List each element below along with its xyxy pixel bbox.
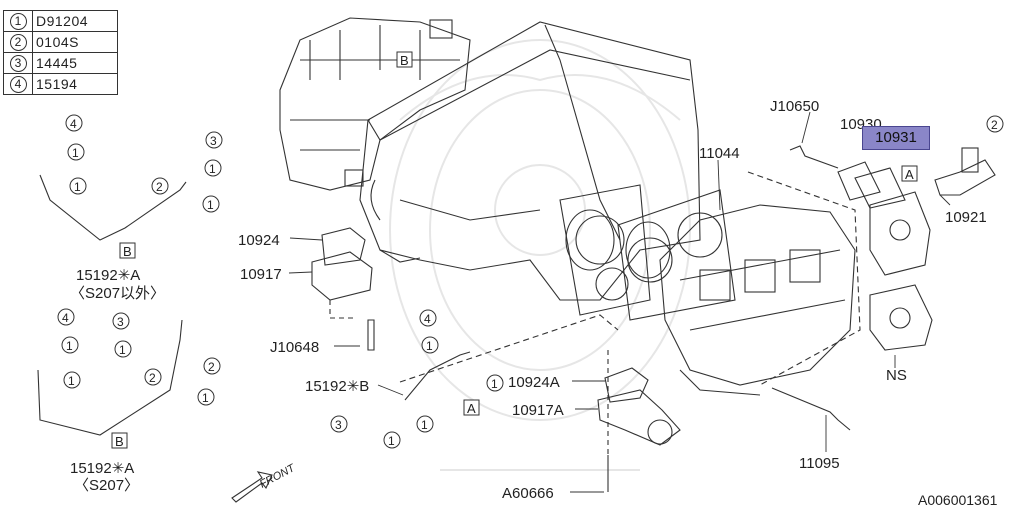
svg-text:1: 1 — [68, 374, 75, 388]
circle-callout-four[interactable]: 4 — [57, 308, 75, 326]
callout-circle: 4 — [9, 76, 27, 93]
svg-text:1: 1 — [209, 162, 216, 176]
circle-callout-one[interactable]: 1 — [197, 388, 215, 406]
label-a60666[interactable]: A60666 — [502, 485, 554, 502]
circle-callout-one[interactable]: 1 — [67, 143, 85, 161]
circle-callout-four[interactable]: 4 — [65, 114, 83, 132]
svg-text:1: 1 — [207, 198, 214, 212]
circle-callout-one[interactable]: 1 — [204, 159, 222, 177]
circle-callout-one[interactable]: 1 — [69, 177, 87, 195]
svg-text:4: 4 — [70, 117, 77, 131]
circle-callout-one[interactable]: 1 — [416, 415, 434, 433]
box-callout-b[interactable]: B — [119, 242, 136, 259]
label-j10648[interactable]: J10648 — [270, 339, 319, 356]
oil-pipe-15192b — [404, 351, 471, 401]
svg-text:2: 2 — [991, 118, 998, 132]
label-15192b[interactable]: 15192✳B — [305, 378, 369, 395]
svg-text:2: 2 — [149, 371, 156, 385]
svg-text:A: A — [905, 167, 914, 182]
svg-text:B: B — [400, 53, 409, 68]
svg-text:3: 3 — [117, 315, 124, 329]
part-code[interactable]: 15194 — [32, 73, 118, 95]
svg-text:1: 1 — [202, 391, 209, 405]
svg-text:1: 1 — [72, 146, 79, 160]
circle-callout-two[interactable]: 2 — [151, 177, 169, 195]
circle-callout-two[interactable]: 2 — [986, 115, 1004, 133]
label-11095[interactable]: 11095 — [799, 455, 840, 472]
right-cylinder-head-drawing — [659, 204, 856, 396]
svg-text:1: 1 — [119, 343, 126, 357]
svg-text:3: 3 — [335, 418, 342, 432]
bolt-11095 — [771, 387, 851, 431]
front-label: FRONT — [258, 462, 298, 491]
label-j10650[interactable]: J10650 — [770, 98, 819, 115]
svg-text:1: 1 — [491, 377, 498, 391]
svg-text:B: B — [115, 434, 124, 449]
svg-text:1: 1 — [388, 434, 395, 448]
dashed-guide — [747, 171, 861, 386]
oil-pipe-15192a-upper — [39, 174, 187, 241]
leader-lines — [288, 111, 951, 493]
circle-callout-two[interactable]: 2 — [144, 368, 162, 386]
oil-control-valve-left — [311, 227, 375, 351]
circle-callout-one[interactable]: 1 — [421, 336, 439, 354]
svg-text:1: 1 — [426, 339, 433, 353]
head-gasket-drawing — [559, 184, 736, 321]
highlighted-part-10931[interactable]: 10931 — [862, 126, 930, 150]
label-10924[interactable]: 10924 — [238, 232, 280, 249]
svg-text:2: 2 — [208, 360, 215, 374]
circle-callout-one[interactable]: 1 — [202, 195, 220, 213]
label-15192a-1[interactable]: 15192✳A — [76, 267, 140, 284]
circle-callout-three[interactable]: 3 — [205, 131, 223, 149]
svg-text:2: 2 — [156, 180, 163, 194]
circle-callout-one[interactable]: 1 — [486, 374, 504, 392]
cam-plate-drawing — [869, 191, 933, 351]
svg-text:4: 4 — [424, 312, 431, 326]
circle-callout-one[interactable]: 1 — [114, 340, 132, 358]
circle-callout-one[interactable]: 1 — [63, 371, 81, 389]
box-callout-b[interactable]: B — [111, 432, 128, 449]
box-callout-b[interactable]: B — [396, 51, 413, 68]
callout-circle: 2 — [9, 34, 27, 51]
circle-callout-one[interactable]: 1 — [383, 431, 401, 449]
circle-callout-three[interactable]: 3 — [330, 415, 348, 433]
svg-text:1: 1 — [421, 418, 428, 432]
label-15192a-1-sub: 〈S207以外〉 — [70, 285, 165, 302]
callout-circle: 3 — [9, 55, 27, 72]
oil-gasket-drawing — [837, 161, 906, 209]
circle-callout-three[interactable]: 3 — [112, 312, 130, 330]
oil-control-valve-front — [597, 350, 681, 492]
circle-callout-two[interactable]: 2 — [203, 357, 221, 375]
svg-text:1: 1 — [74, 180, 81, 194]
engine-block-drawing — [359, 21, 701, 301]
circle-callout-one[interactable]: 1 — [61, 336, 79, 354]
label-10924a[interactable]: 10924A — [508, 374, 560, 391]
bolt-j10650 — [789, 145, 839, 169]
circle-callout-four[interactable]: 4 — [419, 309, 437, 327]
oil-control-valve-right — [934, 147, 996, 196]
label-15192a-2-sub: 〈S207〉 — [74, 477, 139, 494]
svg-text:A: A — [467, 401, 476, 416]
svg-text:3: 3 — [210, 134, 217, 148]
legend-row: 4 15194 — [3, 73, 118, 95]
svg-text:1: 1 — [66, 339, 73, 353]
callout-circle: 1 — [9, 13, 27, 30]
label-10917a[interactable]: 10917A — [512, 402, 564, 419]
legend-row: 3 14445 — [3, 52, 118, 74]
left-cylinder-head-drawing — [279, 17, 471, 191]
diagram-id: A006001361 — [918, 492, 998, 508]
label-10921[interactable]: 10921 — [945, 209, 987, 226]
svg-text:4: 4 — [62, 311, 69, 325]
box-callout-a[interactable]: A — [901, 165, 918, 182]
svg-text:B: B — [123, 244, 132, 259]
label-11044[interactable]: 11044 — [699, 145, 740, 162]
box-callout-a[interactable]: A — [463, 399, 480, 416]
label-10917[interactable]: 10917 — [240, 266, 282, 283]
oil-pipe-15192a-lower — [37, 319, 183, 436]
label-ns[interactable]: NS — [886, 367, 907, 384]
label-15192a-2[interactable]: 15192✳A — [70, 460, 134, 477]
legend-table: 1 D91204 2 0104S 3 14445 4 15194 — [3, 10, 118, 95]
front-arrow-icon — [231, 471, 273, 503]
